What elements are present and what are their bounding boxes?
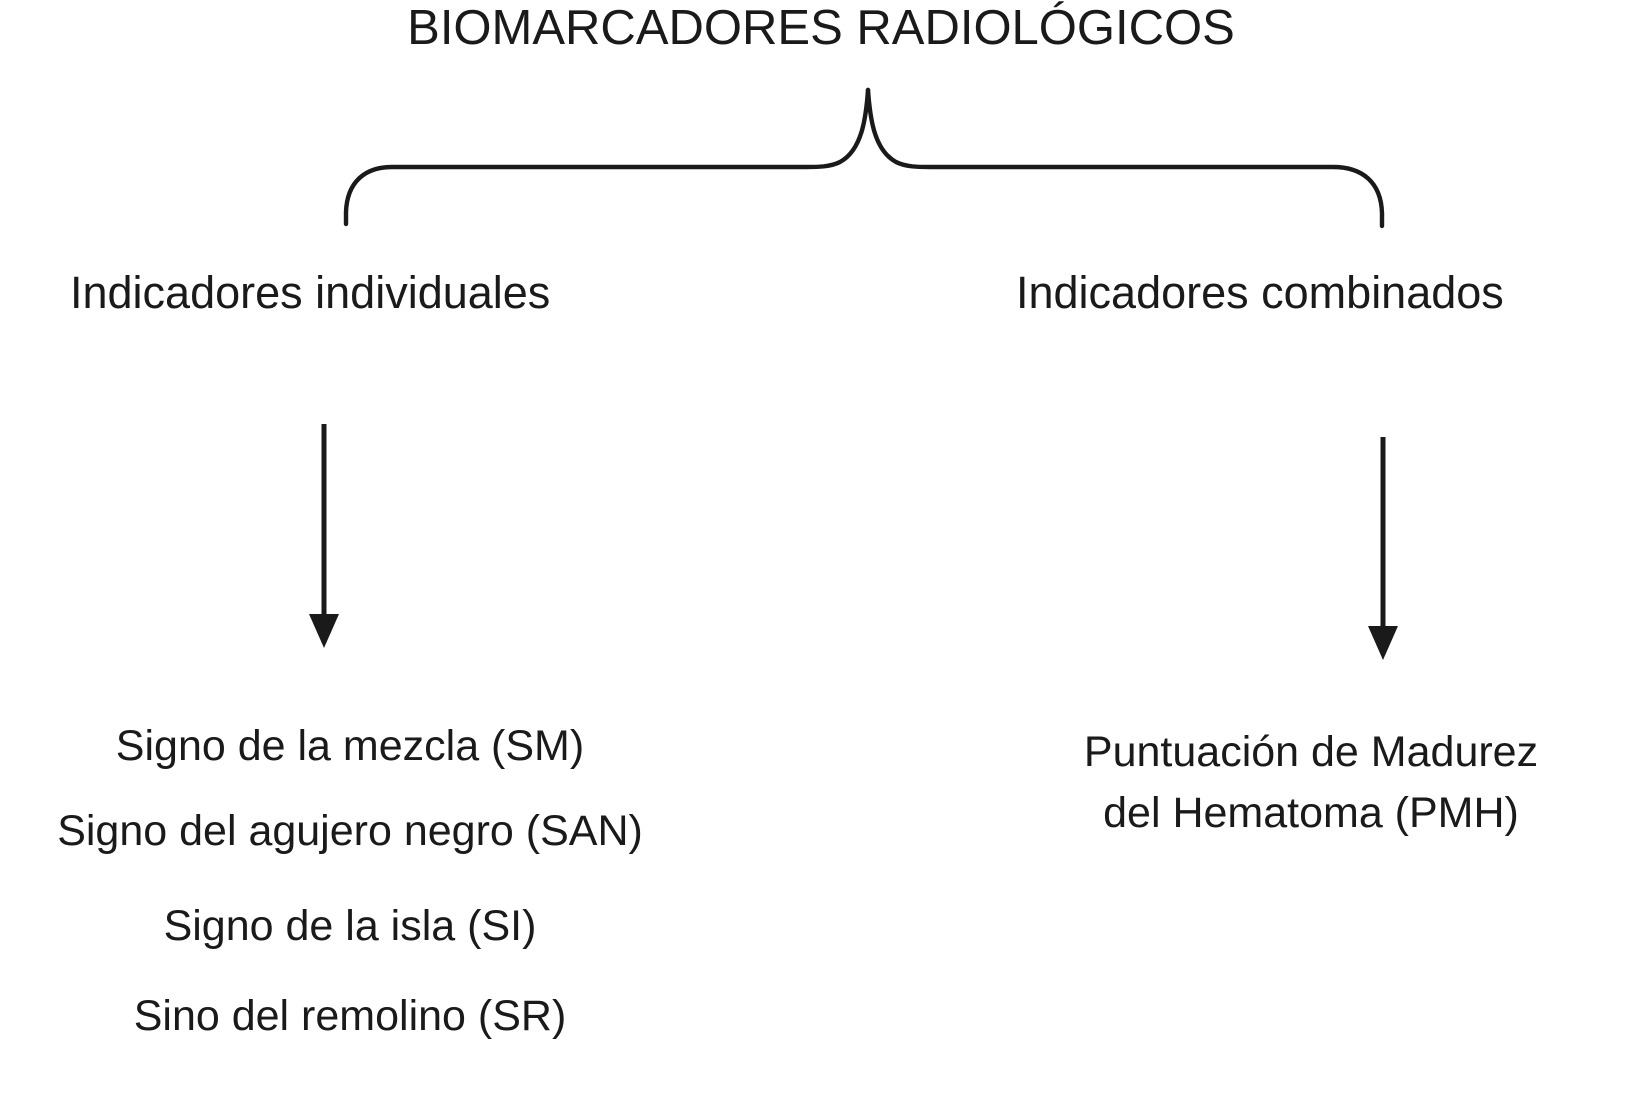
leaf-item-signo-agujero-negro: Signo del agujero negro (SAN) bbox=[57, 807, 643, 855]
leaf-item-signo-mezcla: Signo de la mezcla (SM) bbox=[115, 722, 585, 770]
branch-label-individual-indicators: Indicadores individuales bbox=[70, 267, 551, 318]
diagram-title: BIOMARCADORES RADIOLÓGICOS bbox=[407, 1, 1235, 55]
leaf-item-pmh-line-1: Puntuación de Madurez bbox=[1083, 728, 1539, 776]
branch-label-combined-indicators: Indicadores combinados bbox=[1016, 267, 1504, 318]
leaf-item-pmh-line-2: del Hematoma (PMH) bbox=[1103, 789, 1519, 838]
leaf-group-right: Puntuación de Madurez del Hematoma (PMH) bbox=[980, 722, 1642, 844]
curly-brace-connector bbox=[343, 87, 871, 227]
leaf-item-signo-isla: Signo de la isla (SI) bbox=[163, 902, 537, 950]
curly-brace-connector-right bbox=[865, 87, 1385, 229]
leaf-item-signo-remolino: Sino del remolino (SR) bbox=[133, 992, 567, 1040]
arrow-right-down bbox=[1368, 437, 1398, 660]
arrow-left-down bbox=[309, 424, 339, 648]
